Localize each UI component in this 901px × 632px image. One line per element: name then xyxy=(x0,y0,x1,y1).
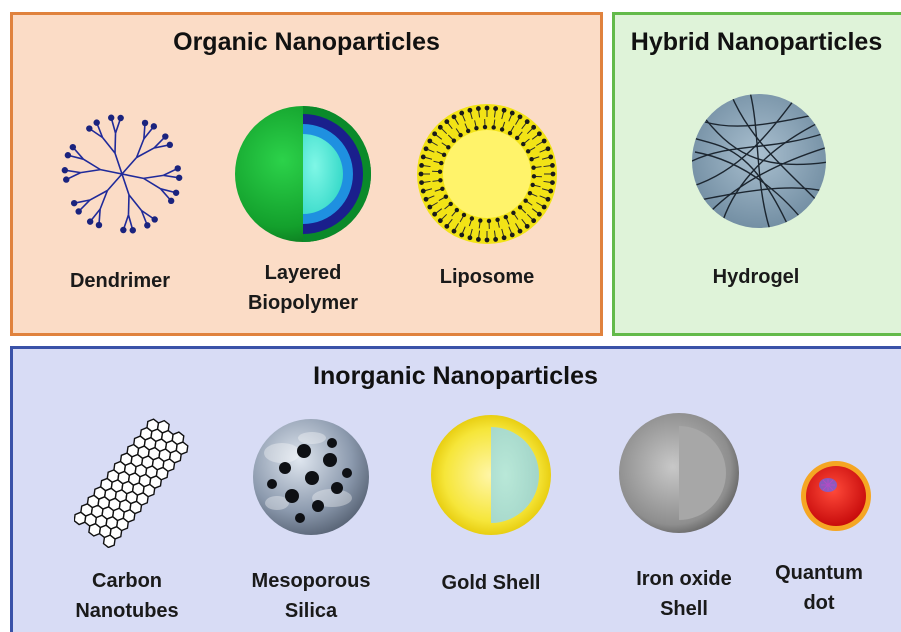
organic-panel-title: Organic Nanoparticles xyxy=(173,28,440,56)
layered-biopolymer-icon xyxy=(235,106,371,242)
carbon-nanotubes-label: Carbon Nanotubes xyxy=(75,570,179,622)
carbon-nanotube-icon xyxy=(74,418,189,548)
iron-oxide-shell-label: Iron oxide Shell xyxy=(636,568,732,620)
dendrimer-icon xyxy=(61,114,183,234)
liposome-icon xyxy=(417,104,557,244)
mesoporous-silica-icon xyxy=(253,419,369,535)
liposome-label: Liposome xyxy=(439,266,535,288)
hydrogel-icon xyxy=(692,94,826,228)
dendrimer-label: Dendrimer xyxy=(69,270,171,292)
hydrogel-label: Hydrogel xyxy=(712,266,800,288)
quantum-dot-label: Quantum dot xyxy=(775,562,863,614)
mesoporous-silica-label: Mesoporous Silica xyxy=(251,570,371,622)
hybrid-panel-title: Hybrid Nanoparticles xyxy=(630,28,883,56)
gold-shell-label: Gold Shell xyxy=(441,572,541,594)
layered-biopolymer-label: Layered Biopolymer xyxy=(247,262,359,314)
quantum-dot-icon xyxy=(801,461,871,531)
iron-oxide-shell-icon xyxy=(619,413,739,533)
inorganic-panel-title: Inorganic Nanoparticles xyxy=(313,362,598,390)
gold-shell-icon xyxy=(431,415,551,535)
